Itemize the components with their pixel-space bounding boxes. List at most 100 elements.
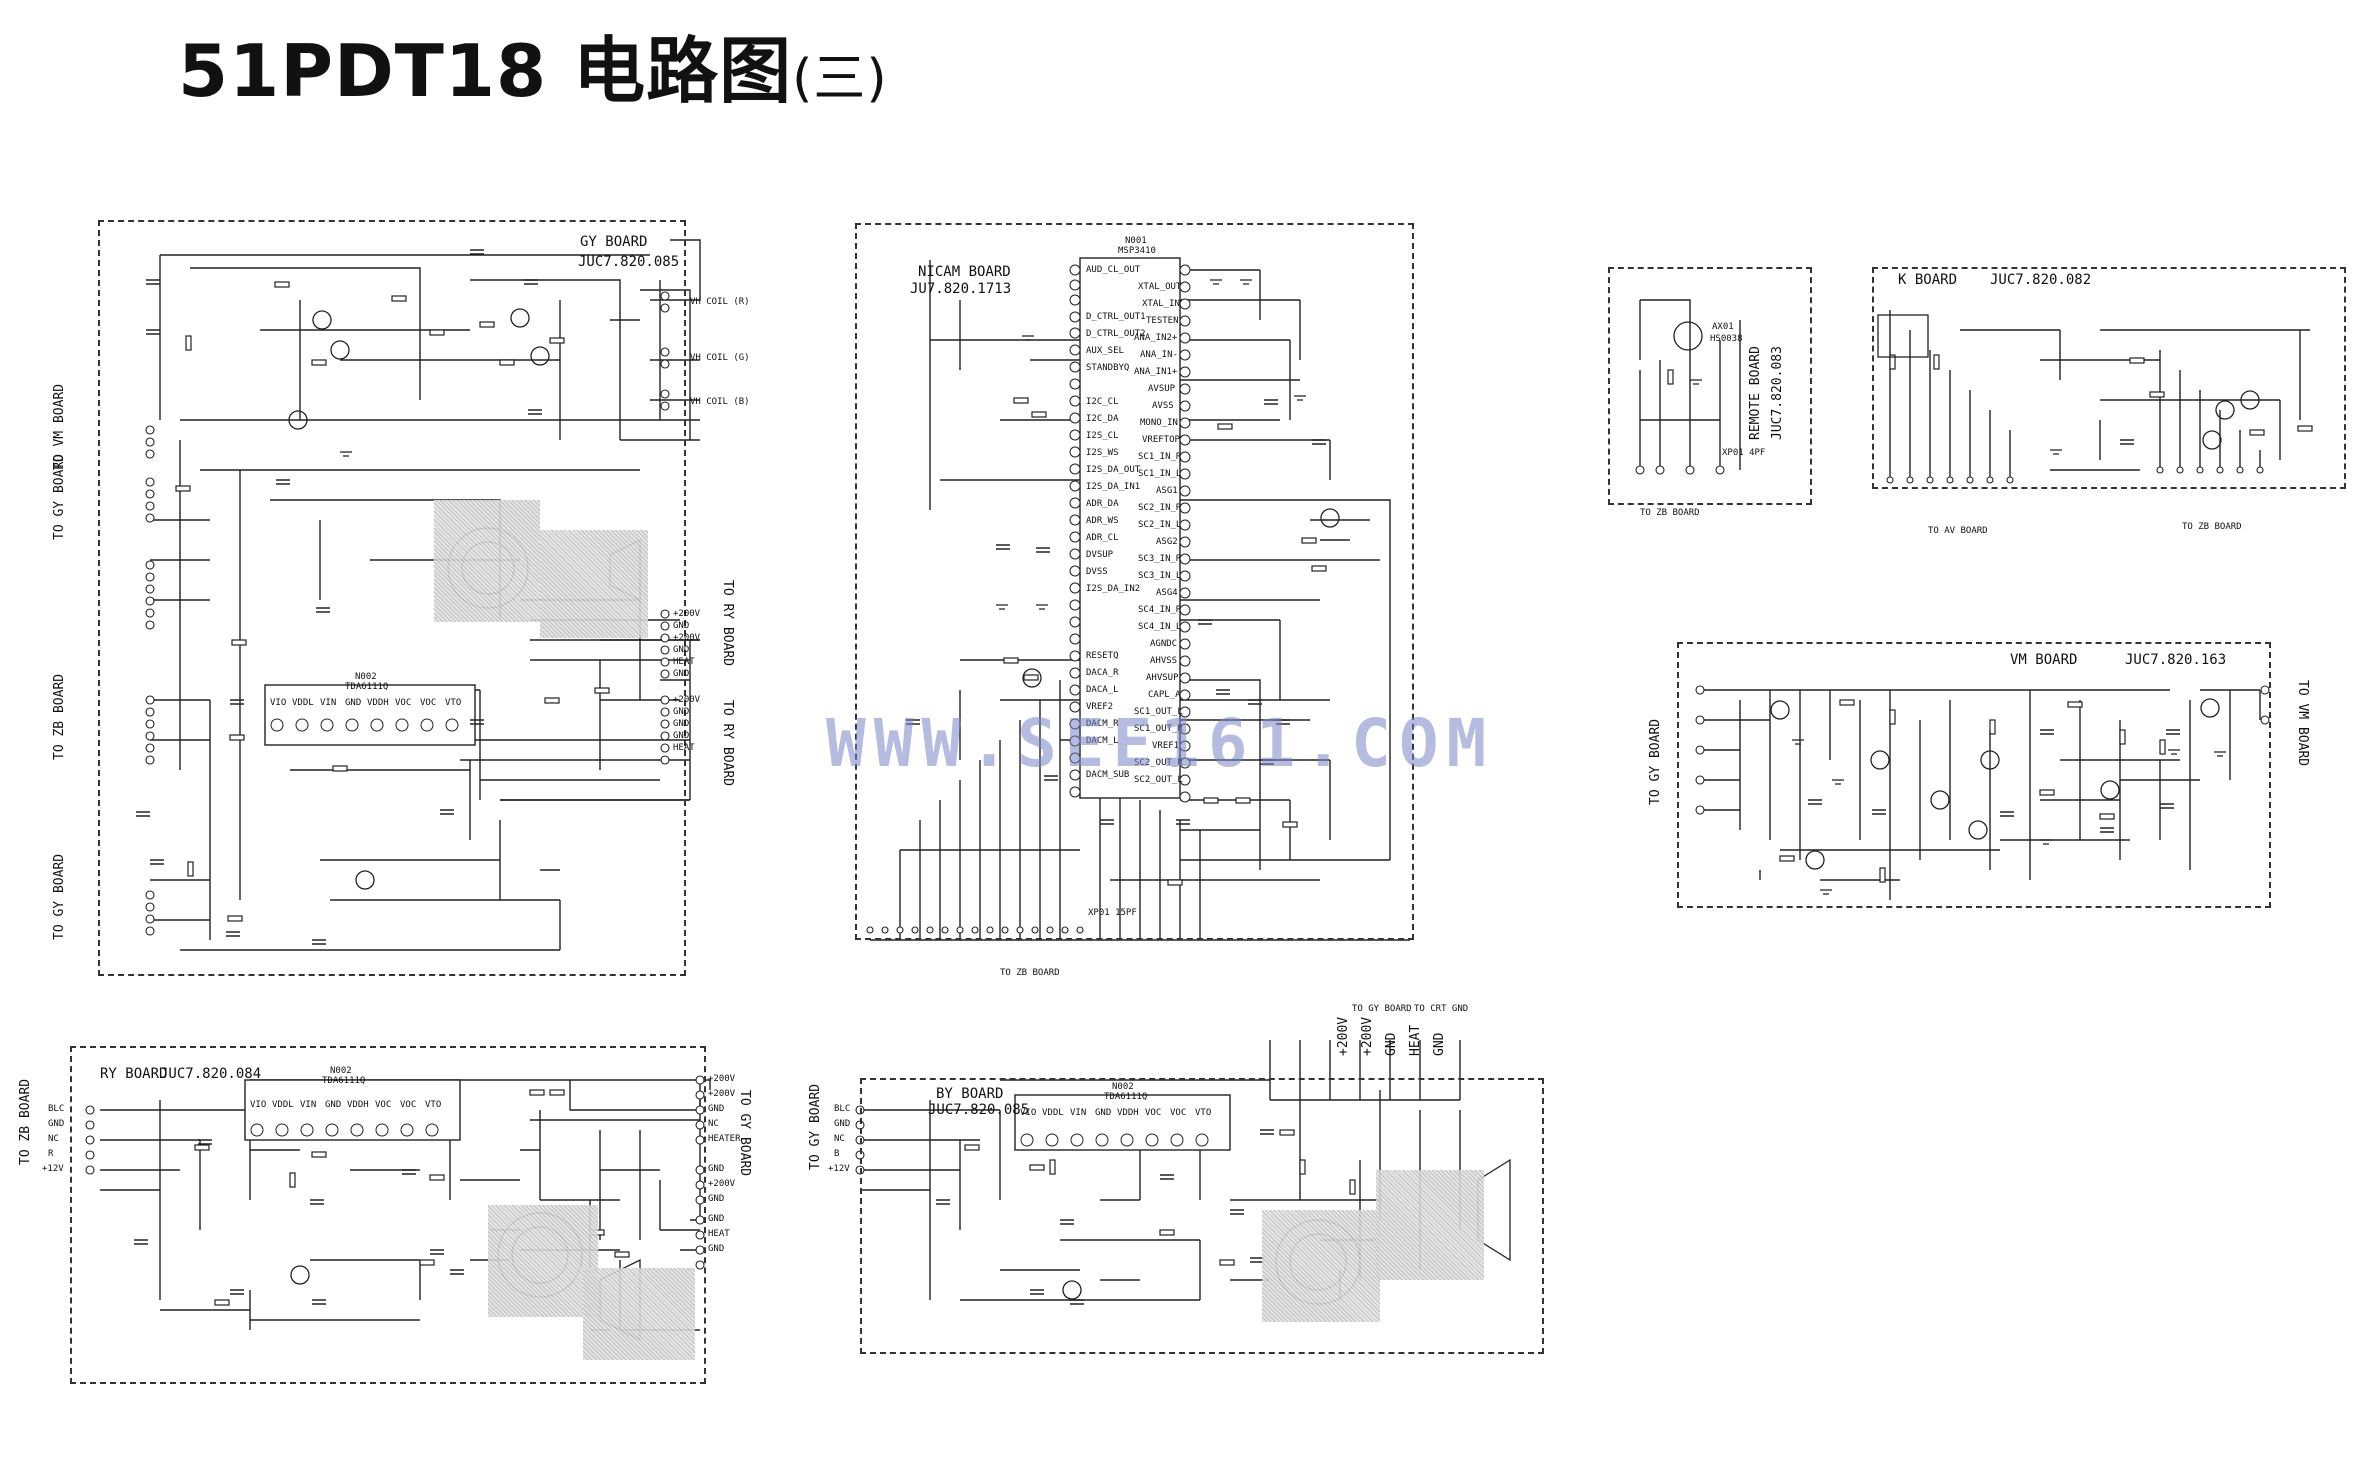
by-left-pin-blc: BLC xyxy=(834,1104,851,1114)
nicam-pin-resetq: RESETQ xyxy=(1086,651,1119,661)
nicam-pin-d-ctrl-out1: D_CTRL_OUT1 xyxy=(1086,312,1146,322)
gy-ic-pin-vio: VIO xyxy=(270,698,287,708)
by-ic-pin-vto: VTO xyxy=(1195,1108,1212,1118)
nicam-pin-sc4-in-r: SC4_IN_R xyxy=(1138,605,1182,615)
by-top-pin-2: +200V xyxy=(1360,1016,1375,1056)
nicam-pin-sc3-in-r: SC3_IN_R xyxy=(1138,554,1182,564)
nicam-pin-ahvss: AHVSS xyxy=(1150,656,1178,666)
gy-connector-zb: TO ZB BOARD xyxy=(52,673,67,760)
nicam-pin-ana-in2p: ANA_IN2+ xyxy=(1134,333,1178,343)
nicam-ic-name: MSP3410 xyxy=(1118,246,1156,256)
by-ic-pin-voc: VOC xyxy=(1145,1108,1162,1118)
ry-right-pin-11: GND xyxy=(708,1244,725,1254)
gy-connector-gy: TO GY BOARD xyxy=(52,453,67,540)
ry-left-pin-r: R xyxy=(48,1149,54,1159)
nicam-pin-aud-cl-out: AUD_CL_OUT xyxy=(1086,265,1141,275)
by-board-part: JUC7.820.085 xyxy=(928,1102,1030,1118)
gy-right-pin-9: GND xyxy=(673,719,690,729)
ry-ic-pin-vto: VTO xyxy=(425,1100,442,1110)
ry-board-part: JUC7.820.084 xyxy=(160,1066,262,1082)
by-ic-pin-vio: VIO xyxy=(1020,1108,1037,1118)
nicam-pin-asg2: ASG2 xyxy=(1156,537,1178,547)
nicam-board-part: JU7.820.1713 xyxy=(910,281,1012,297)
ry-right-pin-7: +200V xyxy=(708,1179,736,1189)
by-crt-shade-2 xyxy=(1376,1170,1484,1280)
title-text: 51PDT18 电路图 xyxy=(178,29,793,113)
by-top-pin-5: GND xyxy=(1432,1032,1447,1056)
remote-ic-ref: AX01 xyxy=(1712,322,1734,332)
gy-coil-g: VH COIL (G) xyxy=(690,353,750,363)
by-top-connector-crt: TO CRT GND xyxy=(1414,1004,1469,1014)
nicam-pin-asg4: ASG4 xyxy=(1156,588,1178,598)
nicam-connector: TO ZB BOARD xyxy=(1000,968,1060,978)
ry-left-pin-12v: +12V xyxy=(42,1164,64,1174)
nicam-pin-i2s-ws: I2S_WS xyxy=(1086,448,1119,458)
ry-ic-pin-voc: VOC xyxy=(375,1100,392,1110)
nicam-pin-d-ctrl-out2: D_CTRL_OUT2 xyxy=(1086,329,1146,339)
ry-ic-name: TDA6111Q xyxy=(322,1076,366,1086)
remote-connector: TO ZB BOARD xyxy=(1640,508,1700,518)
gy-crt-shade-2 xyxy=(540,530,648,638)
nicam-ic-ref: N001 xyxy=(1125,236,1147,246)
ry-ic-pin-vin: VIN xyxy=(300,1100,317,1110)
nicam-pin-i2s-cl: I2S_CL xyxy=(1086,431,1119,441)
nicam-pin-sc3-in-l: SC3_IN_L xyxy=(1138,571,1182,581)
ry-right-pin-6: GND xyxy=(708,1164,725,1174)
ry-right-pin-4: NC xyxy=(708,1119,719,1129)
ry-left-pin-nc: NC xyxy=(48,1134,59,1144)
nicam-pin-sc2-out-l: SC2_OUT_L xyxy=(1134,775,1183,785)
title-suffix: (三) xyxy=(792,49,888,109)
gy-right-connector: TO RY BOARD xyxy=(720,580,735,667)
gy-right-pin-11: HEAT xyxy=(673,743,695,753)
by-top-pin-1: +200V xyxy=(1336,1016,1351,1056)
by-ic-pin-vddh: VDDH xyxy=(1117,1108,1139,1118)
gy-ic-pin-vin: VIN xyxy=(320,698,337,708)
gy-ic-pin-voc: VOC xyxy=(395,698,412,708)
ry-ic-ref: N002 xyxy=(330,1066,352,1076)
vm-connector-gy: TO GY BOARD xyxy=(1648,718,1663,805)
nicam-pin-ahvsup: AHVSUP xyxy=(1146,673,1179,683)
ry-right-pin-3: GND xyxy=(708,1104,725,1114)
nicam-pin-sc1-in-l: SC1_IN_L xyxy=(1138,469,1182,479)
nicam-pin-testen: TESTEN xyxy=(1146,316,1179,326)
by-left-pin-12v: +12V xyxy=(828,1164,850,1174)
by-left-pin-b: B xyxy=(834,1149,840,1159)
k-board-part: JUC7.820.082 xyxy=(1990,272,2092,288)
nicam-board xyxy=(855,223,1414,940)
nicam-pin-xtal-out: XTAL_OUT xyxy=(1138,282,1182,292)
nicam-pin-sc4-in-l: SC4_IN_L xyxy=(1138,622,1182,632)
gy-board xyxy=(98,220,686,976)
remote-board-part: JUC7.820.083 xyxy=(1770,346,1785,440)
by-ic-pin-gnd: GND xyxy=(1095,1108,1112,1118)
gy-coil-b: VH COIL (B) xyxy=(690,397,750,407)
watermark: WWW.SEE161.COM xyxy=(826,705,1495,782)
gy-ic-pin-voc-2: VOC xyxy=(420,698,437,708)
ry-left-connector: TO ZB BOARD xyxy=(18,1078,33,1165)
remote-xp: XP01 4PF xyxy=(1722,448,1766,458)
ry-ic-pin-gnd: GND xyxy=(325,1100,342,1110)
vm-board-name: VM BOARD xyxy=(2010,652,2078,668)
gy-ic-name: TDA6111Q xyxy=(345,682,389,692)
gy-right-pin-4: GND xyxy=(673,645,690,655)
nicam-pin-adr-ws: ADR_WS xyxy=(1086,516,1119,526)
nicam-pin-i2s-da-in1: I2S_DA_IN1 xyxy=(1086,482,1141,492)
nicam-pin-daca-r: DACA_R xyxy=(1086,668,1119,678)
nicam-pin-sc2-in-l: SC2_IN_L xyxy=(1138,520,1182,530)
ry-ic-pin-vio: VIO xyxy=(250,1100,267,1110)
nicam-pin-avss: AVSS xyxy=(1152,401,1174,411)
ry-board xyxy=(70,1046,706,1384)
nicam-pin-dvsup: DVSUP xyxy=(1086,550,1114,560)
nicam-pin-agndc: AGNDC xyxy=(1150,639,1178,649)
nicam-pin-ana-in1p: ANA_IN1+ xyxy=(1134,367,1178,377)
nicam-pin-xtal-in: XTAL_IN xyxy=(1142,299,1180,309)
nicam-pin-i2c-da: I2C_DA xyxy=(1086,414,1119,424)
ry-right-pin-10: HEAT xyxy=(708,1229,730,1239)
ry-right-pin-8: GND xyxy=(708,1194,725,1204)
gy-right-pin-7: +200V xyxy=(673,695,701,705)
by-ic-pin-voc-2: VOC xyxy=(1170,1108,1187,1118)
nicam-pin-sc1-out-r: SC1_OUT_R xyxy=(1134,724,1183,734)
nicam-pin-dacm-sub: DACM_SUB xyxy=(1086,770,1130,780)
by-top-pin-3: GND xyxy=(1384,1032,1399,1056)
ry-ic-pin-vddl: VDDL xyxy=(272,1100,294,1110)
